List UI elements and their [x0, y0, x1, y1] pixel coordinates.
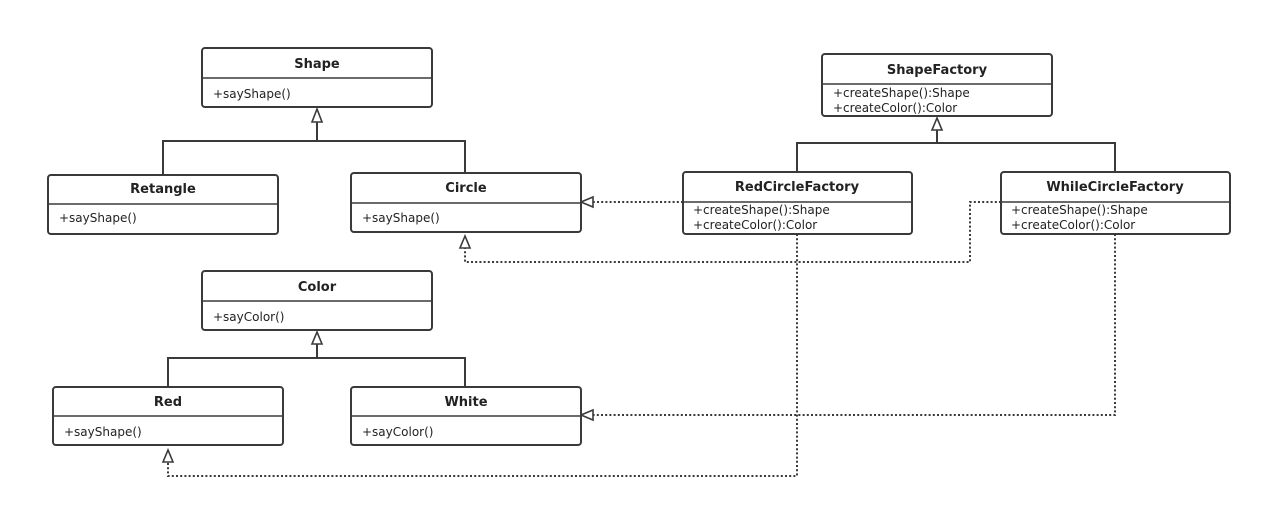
- class-method: +sayColor(): [213, 310, 284, 324]
- class-whilecirclefactory: WhileCircleFactory +createShape():Shape …: [1000, 171, 1231, 235]
- class-method: +createShape():Shape: [693, 203, 830, 217]
- edge-red-to-color: [167, 344, 318, 387]
- edge-circle-to-shape: [317, 140, 466, 173]
- class-method: +createColor():Color: [1011, 218, 1135, 232]
- dependency-arrow-circle-side: [578, 195, 594, 209]
- edge-white-to-color: [317, 357, 466, 387]
- dependency-redcirclefactory-red: [167, 234, 798, 477]
- class-method: +createShape():Shape: [833, 86, 970, 100]
- class-circle: Circle +sayShape(): [350, 172, 582, 233]
- class-name: RedCircleFactory: [735, 180, 860, 195]
- class-method: +sayShape(): [362, 211, 440, 225]
- generalization-arrow-shapefactory: [930, 115, 944, 131]
- class-method: +createColor():Color: [693, 218, 817, 232]
- dependency-whilecirclefactory-white: [592, 234, 1116, 416]
- generalization-arrow-shape: [310, 106, 324, 123]
- class-name: ShapeFactory: [887, 63, 988, 78]
- class-shapefactory: ShapeFactory +createShape():Shape +creat…: [821, 53, 1053, 117]
- edge-whilecirclefactory-to-shapefactory: [937, 142, 1116, 172]
- dependency-arrow-red: [161, 447, 175, 463]
- generalization-arrow-color: [310, 329, 324, 345]
- edge-redcirclefactory-to-shapefactory: [796, 130, 938, 172]
- class-color: Color +sayColor(): [201, 270, 433, 331]
- class-redcirclefactory: RedCircleFactory +createShape():Shape +c…: [682, 171, 913, 235]
- class-white: White +sayColor(): [350, 386, 582, 446]
- dependency-whilecirclefactory-circle: [464, 201, 1001, 263]
- class-name: Circle: [445, 181, 487, 196]
- edge-retangle-to-shape: [162, 122, 318, 175]
- class-method: +sayColor(): [362, 425, 433, 439]
- class-name: WhileCircleFactory: [1046, 180, 1184, 195]
- class-method: +createColor():Color: [833, 101, 957, 115]
- dependency-arrow-circle-bottom: [458, 233, 472, 249]
- class-retangle: Retangle +sayShape(): [47, 174, 279, 235]
- class-name: Retangle: [130, 182, 196, 197]
- class-method: +sayShape(): [59, 211, 137, 225]
- class-shape: Shape +sayShape(): [201, 47, 433, 108]
- class-name: White: [444, 395, 487, 410]
- class-red: Red +sayShape(): [52, 386, 284, 446]
- class-method: +sayShape(): [213, 87, 291, 101]
- class-name: Shape: [294, 57, 340, 72]
- class-method: +sayShape(): [64, 425, 142, 439]
- dependency-arrow-white: [578, 408, 594, 422]
- class-method: +createShape():Shape: [1011, 203, 1148, 217]
- class-name: Red: [154, 395, 182, 410]
- class-name: Color: [298, 280, 337, 295]
